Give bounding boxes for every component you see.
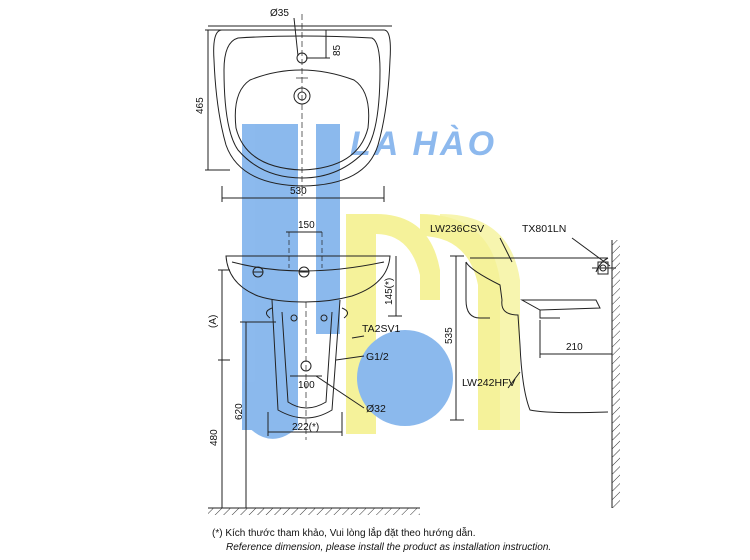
trap-bracket bbox=[592, 261, 616, 275]
dim-pedestal-width: 100 bbox=[298, 380, 315, 391]
basin-front-view bbox=[225, 232, 391, 303]
dim-height-620: 620 bbox=[234, 403, 245, 420]
dim-wall-offset: 210 bbox=[566, 342, 583, 353]
dim-side-depth: 535 bbox=[444, 327, 455, 344]
dim-basin-width: 530 bbox=[290, 186, 307, 197]
label-lw242hfv: LW242HFV bbox=[462, 377, 516, 389]
wall bbox=[611, 240, 620, 508]
label-tx801ln: TX801LN bbox=[522, 223, 566, 235]
label-ta2sv1: TA2SV1 bbox=[362, 323, 400, 335]
dim-height-480: 480 bbox=[209, 429, 220, 446]
dim-basin-depth: 465 bbox=[195, 97, 206, 114]
floor-front bbox=[208, 507, 420, 515]
dim-hole-diameter: Ø35 bbox=[270, 8, 289, 19]
dim-hole-offset: 85 bbox=[332, 44, 343, 56]
label-g12: G1/2 bbox=[366, 351, 389, 363]
dim-mount-height: 145(*) bbox=[384, 278, 395, 305]
dim-pedestal-range: (A) bbox=[208, 315, 219, 328]
basin-side-view bbox=[465, 257, 609, 414]
watermark-logo bbox=[242, 124, 520, 439]
dim-pedestal-base: 222(*) bbox=[292, 422, 319, 433]
pedestal bbox=[266, 299, 348, 440]
footnote-vietnamese: (*) Kích thước tham khảo, Vui lòng lắp đ… bbox=[212, 528, 476, 539]
footnote-english: Reference dimension, please install the … bbox=[226, 542, 552, 553]
dim-mount-spacing: 150 bbox=[298, 220, 315, 231]
label-drain: Ø32 bbox=[366, 403, 386, 415]
basin-top-view bbox=[213, 14, 391, 196]
label-lw236csv: LW236CSV bbox=[430, 223, 484, 235]
